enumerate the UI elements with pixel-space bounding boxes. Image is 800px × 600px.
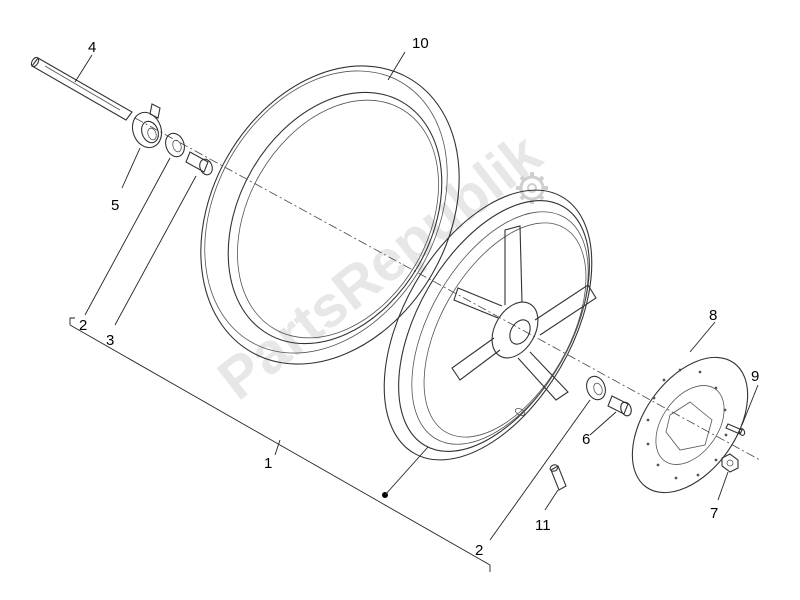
callout-8: 8 — [709, 307, 717, 324]
part-nut — [721, 453, 739, 473]
watermark-text: PartsRepublik — [206, 120, 554, 412]
callout-10: 10 — [412, 35, 429, 52]
callout-2-bottom: 2 — [475, 542, 483, 559]
part-bearing-left — [165, 132, 185, 158]
part-speedometer-drive — [131, 103, 163, 149]
watermark: PartsRepublik — [206, 120, 554, 412]
callout-9: 9 — [751, 368, 759, 385]
callout-1: 1 — [264, 455, 272, 472]
part-tyre — [200, 65, 460, 365]
part-axle-shaft — [30, 56, 133, 121]
callout-2-top: 2 — [79, 317, 87, 334]
part-disc-screw — [725, 423, 746, 436]
gear-icon — [516, 172, 548, 204]
callout-11: 11 — [535, 517, 551, 534]
callouts: 1 2 2 3 4 5 6 7 8 9 10 11 — [79, 35, 759, 559]
part-brake-disc — [631, 356, 749, 494]
callout-3: 3 — [106, 332, 114, 349]
leader-lines — [74, 51, 759, 541]
part-spacer-sleeve — [185, 151, 213, 176]
part-tyre-valve — [549, 464, 567, 491]
assembly-bracket — [69, 317, 491, 572]
part-wheel-rim — [383, 189, 597, 461]
callout-6: 6 — [582, 431, 590, 448]
callout-4: 4 — [88, 39, 96, 56]
part-spacer-right — [607, 395, 632, 417]
callout-7: 7 — [710, 505, 718, 522]
part-bearing-right — [586, 375, 606, 401]
callout-5: 5 — [111, 197, 119, 214]
